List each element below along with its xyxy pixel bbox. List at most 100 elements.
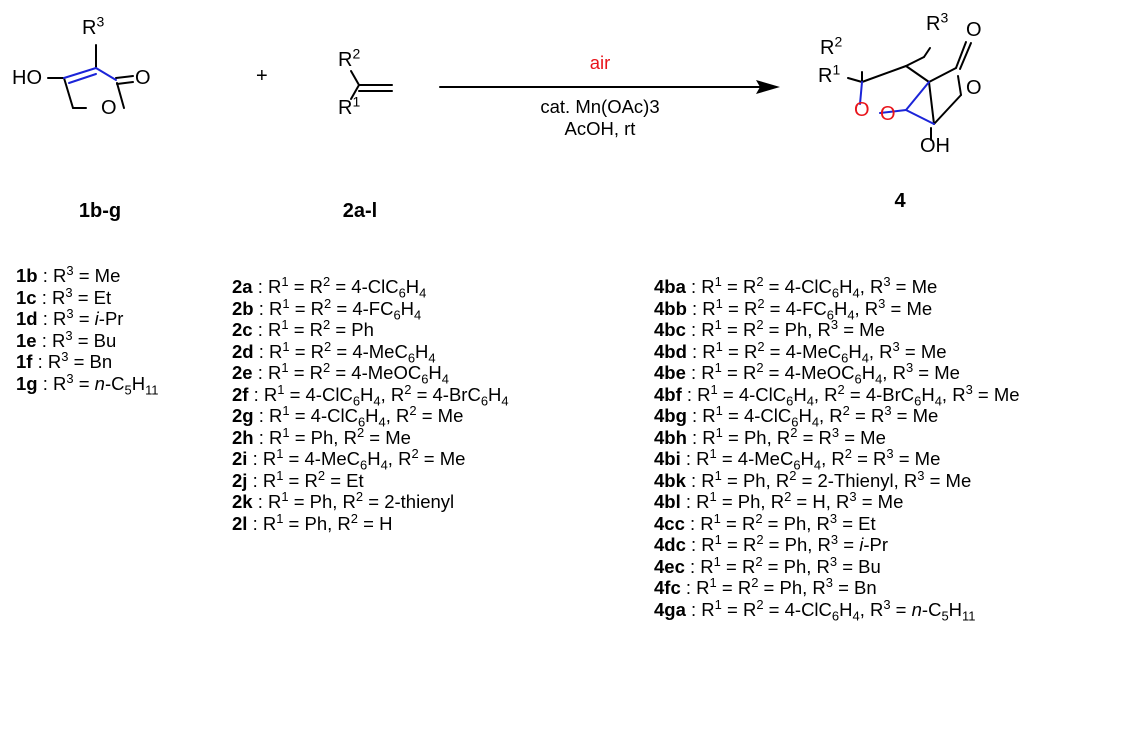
compound-substituents: : R1 = R2 = Ph, R3 = i-Pr: [685, 531, 888, 555]
reactant1-bonds: [47, 44, 134, 109]
product-r1-label: R1: [818, 61, 841, 87]
compound-substituents: : R1 = 4-ClC6H4, R2 = Me: [253, 402, 464, 430]
compound-id: 4bf: [654, 383, 682, 405]
compound-id: 2i: [232, 448, 248, 469]
reactant1-ho-label: HO: [12, 67, 42, 89]
reactant1-ring-o: O: [101, 97, 117, 119]
list-item: 2b : R1 = R2 = 4-FC6H4: [232, 295, 509, 323]
list-item: 4ec : R1 = R2 = Ph, R3 = Bu: [654, 553, 1020, 578]
compound-substituents: : R1 = R2 = 4-ClC6H4, R3 = Me: [685, 273, 938, 301]
list-item: 1d : R3 = i-Pr: [16, 307, 159, 330]
compound-id: 2k: [232, 491, 253, 512]
compound-id: 4bc: [654, 319, 686, 340]
product-carbonyl-o: O: [966, 19, 982, 41]
compound-id: 2e: [232, 362, 253, 383]
list-item: 4bi : R1 = 4-MeC6H4, R2 = R3 = Me: [654, 445, 1020, 473]
compound-id: 1d: [16, 308, 38, 329]
compound-id: 4cc: [654, 512, 685, 534]
compound-substituents: : R1 = 4-MeC6H4, R2 = R3 = Me: [680, 445, 941, 473]
compound-id: 4fc: [654, 577, 681, 598]
compound-id: 4bd: [654, 340, 687, 362]
list-item: 2l : R1 = Ph, R2 = H: [232, 510, 509, 535]
reactant2-r2-label: R2: [338, 45, 361, 71]
product-bonds: [847, 41, 972, 141]
compound-substituents: : R3 = n-C5H11: [37, 370, 159, 398]
list-item: 4bk : R1 = Ph, R2 = 2-Thienyl, R3 = Me: [654, 467, 1020, 492]
compound-id: 4bl: [654, 491, 681, 512]
compound-substituents: : R1 = R2 = Ph, R3 = Me: [685, 316, 885, 340]
list-item: 1e : R3 = Bu: [16, 327, 159, 352]
compound-id: 2g: [232, 405, 254, 426]
list-item: 1f : R3 = Bn: [16, 350, 159, 373]
reactant2-r1-label: R1: [338, 93, 361, 119]
list-item: 2c : R1 = R2 = Ph: [232, 316, 509, 341]
list-item: 4bl : R1 = Ph, R2 = H, R3 = Me: [654, 490, 1020, 513]
caption-2al: 2a-l: [342, 200, 378, 222]
compound-substituents: : R1 = Ph, R2 = 2-Thienyl, R3 = Me: [685, 467, 972, 491]
list-item: 2a : R1 = R2 = 4-ClC6H4: [232, 273, 509, 301]
list-item: 1b : R3 = Me: [16, 262, 159, 287]
reaction-arrow: [439, 80, 780, 94]
compound-substituents: : R1 = R2 = 4-MeC6H4, R3 = Me: [686, 338, 947, 366]
compound-id: 1g: [16, 372, 38, 394]
list-item: 4ba : R1 = R2 = 4-ClC6H4, R3 = Me: [654, 273, 1020, 301]
compound-substituents: : R1 = R2 = 4-ClC6H4, R3 = n-C5H11: [685, 596, 976, 624]
compound-id: 1f: [16, 351, 33, 372]
reactant2-bonds: [350, 70, 393, 100]
compound-substituents: : R1 = R2 = Ph, R3 = Et: [684, 510, 876, 534]
list-item: 1g : R3 = n-C5H11: [16, 370, 159, 398]
compound-substituents: : R1 = R2 = Ph: [252, 316, 374, 340]
compound-id: 4ba: [654, 276, 686, 297]
compound-substituents: : R3 = Bu: [36, 327, 117, 351]
list-item: 2j : R1 = R2 = Et: [232, 467, 509, 492]
compound-id: 2f: [232, 383, 249, 405]
list-item: 4be : R1 = R2 = 4-MeOC6H4, R3 = Me: [654, 361, 1020, 386]
list-item: 2e : R1 = R2 = 4-MeOC6H4: [232, 359, 509, 387]
list-item: 2k : R1 = Ph, R2 = 2-thienyl: [232, 488, 509, 513]
compound-substituents: : R1 = R2 = Ph, R3 = Bu: [684, 553, 881, 577]
product-peroxide-o2: O: [880, 103, 896, 125]
list-item: 2g : R1 = 4-ClC6H4, R2 = Me: [232, 402, 509, 430]
compound-substituents: : R1 = R2 = 4-MeOC6H4: [252, 359, 449, 387]
condition-air: air: [589, 52, 611, 73]
plus-sign: +: [256, 65, 268, 87]
compound-id: 1b: [16, 265, 38, 286]
compound-substituents: : R1 = 4-ClC6H4, R2 = 4-BrC6H4, R3 = Me: [681, 381, 1020, 409]
product-r3-label: R3: [926, 9, 949, 35]
compound-id: 2j: [232, 469, 248, 491]
list-item: 4bg : R1 = 4-ClC6H4, R2 = R3 = Me: [654, 404, 1020, 429]
list-item: 4dc : R1 = R2 = Ph, R3 = i-Pr: [654, 531, 1020, 556]
compound-id: 4bh: [654, 426, 687, 448]
list-item: 4bb : R1 = R2 = 4-FC6H4, R3 = Me: [654, 295, 1020, 323]
reactant1-carbonyl-o: O: [135, 67, 151, 89]
compound-substituents: : R1 = R2 = 4-FC6H4, R3 = Me: [686, 295, 933, 323]
compound-substituents: : R1 = R2 = Et: [247, 467, 364, 491]
compound-substituents: : R3 = Me: [37, 262, 121, 286]
compound-substituents: : R1 = R2 = Ph, R3 = Bn: [680, 574, 877, 598]
compound-substituents: : R1 = R2 = 4-ClC6H4: [252, 273, 427, 301]
compound-id: 4ga: [654, 598, 686, 620]
compound-id: 2c: [232, 319, 253, 340]
compound-id: 2a: [232, 276, 253, 297]
compound-substituents: : R1 = 4-MeC6H4, R2 = Me: [247, 445, 466, 473]
list-item: 2f : R1 = 4-ClC6H4, R2 = 4-BrC6H4: [232, 381, 509, 409]
list-item: 4cc : R1 = R2 = Ph, R3 = Et: [654, 510, 1020, 535]
list-item: 2h : R1 = Ph, R2 = Me: [232, 425, 509, 449]
compound-id: 4bi: [654, 448, 681, 469]
compound-substituents: : R1 = Ph, R2 = H: [247, 510, 393, 534]
reactant1-r3-label: R3: [82, 13, 105, 39]
caption-4: 4: [894, 190, 906, 212]
compound-id: 4bk: [654, 469, 686, 491]
compound-id: 4dc: [654, 534, 686, 555]
compound-substituents: : R1 = Ph, R2 = R3 = Me: [686, 424, 886, 448]
list-item: 4bd : R1 = R2 = 4-MeC6H4, R3 = Me: [654, 338, 1020, 366]
compound-substituents: : R1 = Ph, R2 = 2-thienyl: [252, 488, 455, 512]
compound-id: 4bb: [654, 297, 687, 319]
compound-substituents: : R1 = 4-ClC6H4, R2 = 4-BrC6H4: [248, 381, 509, 409]
compound-id: 4bg: [654, 405, 687, 426]
compound-substituents: : R1 = R2 = 4-FC6H4: [253, 295, 422, 323]
